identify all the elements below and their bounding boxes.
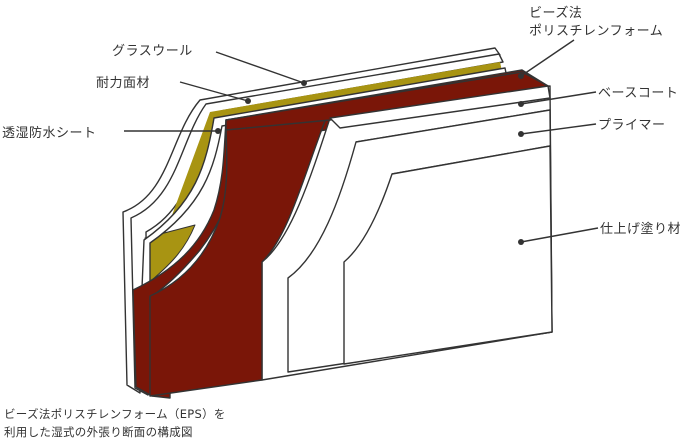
leader-base-coat (520, 91, 597, 105)
eps-front-face (149, 107, 331, 397)
label-eps-line1: ビーズ法 (529, 6, 583, 21)
dot-breathable-sheet (215, 128, 221, 134)
caption-line-2: 利用した湿式の外張り断面の構成図 (4, 425, 193, 439)
finish-panel (343, 145, 553, 365)
caption-line-1: ビーズ法ポリスチレンフォーム（EPS）を (4, 407, 226, 421)
base-coat-edge (329, 85, 551, 129)
label-structural-board: 耐力面材 (96, 76, 151, 91)
leader-eps (520, 39, 575, 77)
dot-glass-wool (301, 80, 307, 86)
label-glass-wool: グラスウール (112, 44, 193, 59)
dot-finish (518, 239, 524, 245)
label-eps-line2: ポリスチレンフォーム (529, 24, 664, 39)
leader-finish (520, 227, 599, 243)
leader-structural-board (179, 81, 249, 102)
leader-primer (520, 123, 597, 135)
dot-structural-board (245, 98, 251, 104)
label-base-coat: ベースコート (598, 86, 679, 101)
dot-base-coat (518, 101, 524, 107)
label-primer: プライマー (598, 118, 666, 133)
label-finish: 仕上げ塗り材 (600, 222, 682, 237)
dot-eps (518, 73, 524, 79)
dot-primer (518, 131, 524, 137)
leader-glass-wool (215, 51, 305, 84)
label-breathable-sheet: 透湿防水シート (2, 126, 97, 141)
